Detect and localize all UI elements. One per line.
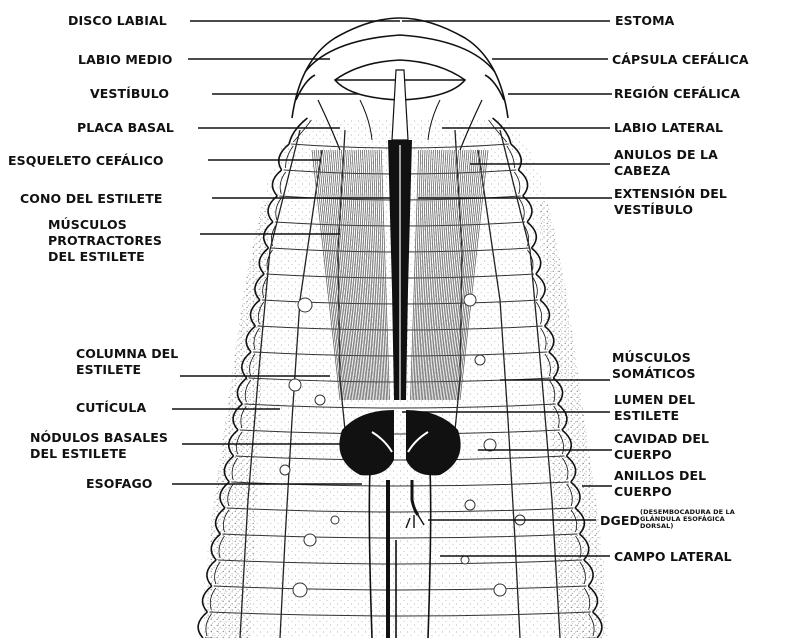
- label-nodulos-basales-2: DEL ESTILETE: [30, 446, 127, 461]
- label-disco-labial: DISCO LABIAL: [68, 13, 167, 28]
- label-nodulos-basales-1: NÓDULOS BASALES: [30, 430, 168, 445]
- label-musculos-protractores-3: DEL ESTILETE: [48, 249, 145, 264]
- label-columna-estilete-2: ESTILETE: [76, 362, 141, 377]
- label-esofago: ESOFAGO: [86, 476, 153, 491]
- label-lumen-estilete-2: ESTILETE: [614, 408, 679, 423]
- label-anulos-cabeza-1: ANULOS DE LA: [614, 147, 718, 162]
- label-columna-estilete-1: COLUMNA DEL: [76, 346, 178, 361]
- label-dged-note-3: DORSAL): [640, 523, 673, 530]
- label-cavidad-cuerpo-2: CUERPO: [614, 447, 672, 462]
- label-anillos-cuerpo-1: ANILLOS DEL: [614, 468, 706, 483]
- label-musculos-somaticos-2: SOMÁTICOS: [612, 366, 696, 381]
- label-cavidad-cuerpo-1: CAVIDAD DEL: [614, 431, 709, 446]
- label-capsula-cefalica: CÁPSULA CEFÁLICA: [612, 52, 749, 67]
- label-musculos-protractores-2: PROTRACTORES: [48, 233, 162, 248]
- label-anillos-cuerpo-2: CUERPO: [614, 484, 672, 499]
- label-vestibulo: VESTÍBULO: [90, 86, 169, 101]
- label-labio-lateral: LABIO LATERAL: [614, 120, 723, 135]
- label-cuticula: CUTÍCULA: [76, 400, 146, 415]
- label-region-cefalica: REGIÓN CEFÁLICA: [614, 86, 740, 101]
- label-placa-basal: PLACA BASAL: [77, 120, 174, 135]
- label-labio-medio: LABIO MEDIO: [78, 52, 173, 67]
- label-dged: DGED: [600, 513, 640, 528]
- label-extension-vestibulo-1: EXTENSIÓN DEL: [614, 186, 727, 201]
- label-cono-estilete: CONO DEL ESTILETE: [20, 191, 162, 206]
- label-lumen-estilete-1: LUMEN DEL: [614, 392, 695, 407]
- label-extension-vestibulo-2: VESTÍBULO: [614, 202, 693, 217]
- label-anulos-cabeza-2: CABEZA: [614, 163, 670, 178]
- label-musculos-protractores-1: MÚSCULOS: [48, 217, 127, 232]
- label-estoma: ESTOMA: [615, 13, 674, 28]
- label-musculos-somaticos-1: MÚSCULOS: [612, 350, 691, 365]
- label-esqueleto-cefalico: ESQUELETO CEFÁLICO: [8, 153, 164, 168]
- label-campo-lateral: CAMPO LATERAL: [614, 549, 732, 564]
